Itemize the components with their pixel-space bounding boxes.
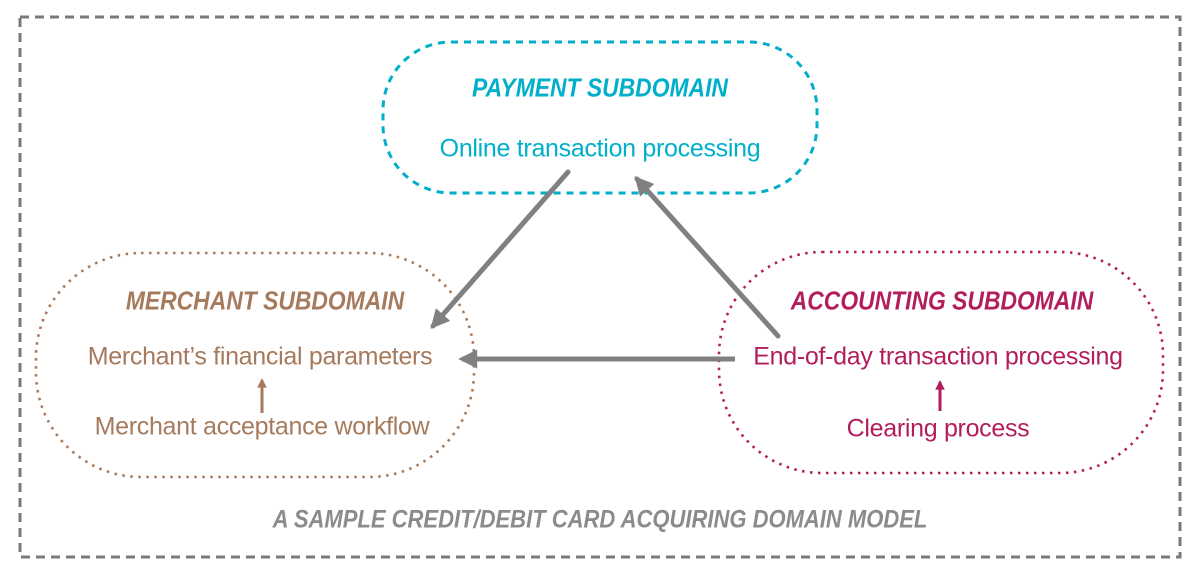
payment-subdomain-title: PAYMENT SUBDOMAIN	[472, 72, 728, 103]
outer-dashed-border	[18, 15, 1182, 559]
merchant-subdomain-title: MERCHANT SUBDOMAIN	[125, 285, 405, 316]
accounting-item-eod-transaction-processing: End-of-day transaction processing	[753, 342, 1123, 371]
merchant-node-outline	[34, 251, 476, 479]
merchant-item-financial-parameters: Merchant’s financial parameters	[87, 342, 433, 371]
arrow-accounting-to-payment	[634, 176, 781, 339]
diagram-caption: A SAMPLE CREDIT/DEBIT CARD ACQUIRING DOM…	[272, 505, 928, 534]
merchant-item-acceptance-workflow: Merchant acceptance workflow	[94, 412, 430, 441]
payment-item-online-transaction-processing: Online transaction processing	[439, 134, 761, 163]
accounting-item-clearing-process: Clearing process	[846, 414, 1030, 443]
payment-node-outline	[381, 40, 819, 195]
accounting-subdomain-title: ACCOUNTING SUBDOMAIN	[790, 285, 1094, 316]
arrow-payment-to-merchant	[430, 169, 571, 329]
